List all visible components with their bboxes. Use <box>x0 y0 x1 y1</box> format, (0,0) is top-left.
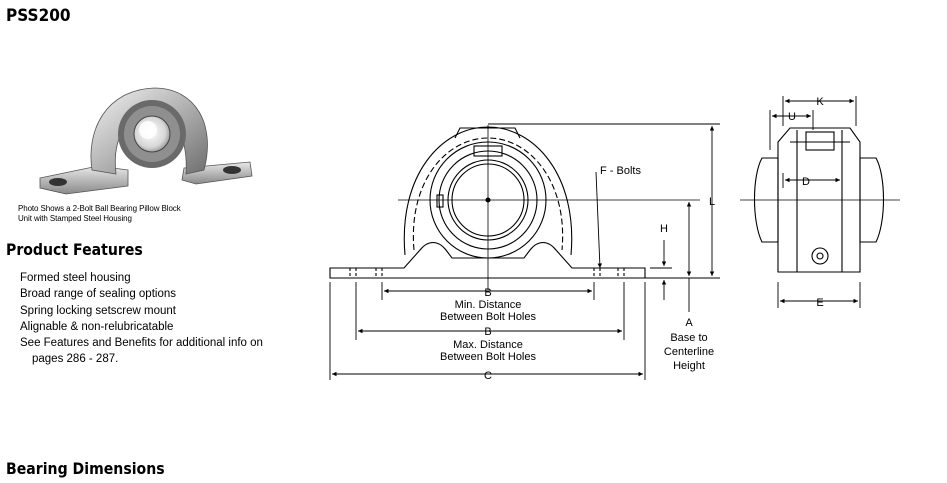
product-photo <box>39 87 253 195</box>
side-view <box>740 127 900 273</box>
label-d: D <box>802 176 810 188</box>
bearing-dimensions-heading: Bearing Dimensions <box>6 459 165 478</box>
feature-item: Broad range of sealing options <box>20 288 176 301</box>
label-f-bolts: F - Bolts <box>600 165 641 177</box>
label-b-min-line1: Min. Distance <box>455 299 522 311</box>
label-l: L <box>709 196 715 208</box>
label-b-min-line2: Between Bolt Holes <box>440 311 536 323</box>
front-dimensions <box>329 123 720 380</box>
label-a: A <box>685 317 693 329</box>
product-features-heading: Product Features <box>6 240 143 259</box>
feature-item: See Features and Benefits for additional… <box>20 337 263 350</box>
photo-caption: Photo Shows a 2-Bolt Ball Bearing Pillow… <box>18 204 248 224</box>
feature-item: Alignable & non-relubricatable <box>20 320 174 333</box>
label-a-line2: Centerline <box>664 346 714 358</box>
label-c: C <box>484 370 492 382</box>
product-features-list: Formed steel housing Broad range of seal… <box>20 270 263 368</box>
label-b-max-line1: Max. Distance <box>453 339 523 351</box>
feature-item: Formed steel housing <box>20 272 131 284</box>
label-b-min: B <box>484 287 491 299</box>
label-e: E <box>816 297 823 309</box>
feature-item: Spring locking setscrew mount <box>20 304 176 317</box>
label-b-max-line2: Between Bolt Holes <box>440 351 536 363</box>
model-title: PSS200 <box>6 6 71 26</box>
label-k: K <box>816 96 824 108</box>
photo-caption-line2: Unit with Stamped Steel Housing <box>18 214 132 223</box>
centerlines <box>398 125 700 290</box>
front-view <box>329 126 646 279</box>
feature-item-continued: pages 286 - 287. <box>32 353 119 366</box>
label-b-max: B <box>484 326 491 338</box>
label-u: U <box>788 111 796 123</box>
photo-caption-line1: Photo Shows a 2-Bolt Ball Bearing Pillow… <box>18 204 181 213</box>
label-a-line3: Height <box>673 360 705 372</box>
label-h: H <box>660 223 668 235</box>
side-dimensions <box>769 96 861 308</box>
label-a-line1: Base to <box>670 332 707 344</box>
